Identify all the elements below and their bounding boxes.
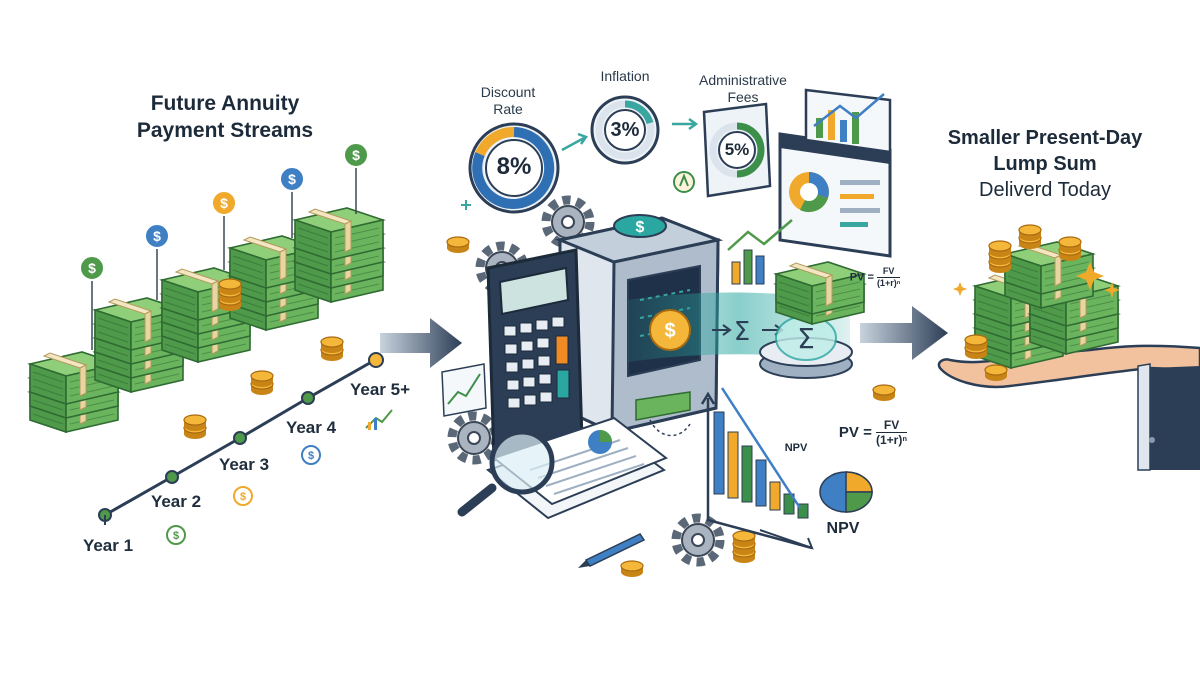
svg-text:$: $ — [240, 491, 246, 503]
npv-label-small: NPV — [784, 442, 808, 454]
timeline-label: Year 5+ — [349, 380, 411, 399]
pencil — [578, 533, 646, 568]
discount-rate-value: 8% — [496, 153, 532, 180]
svg-text:$: $ — [173, 530, 179, 542]
hand-icon — [937, 344, 1200, 471]
svg-text:$: $ — [88, 260, 96, 276]
small-line-chart — [441, 363, 487, 417]
inflation-label: Inflation — [600, 68, 650, 84]
gear-icon — [452, 416, 496, 460]
admin-fees-panel — [702, 102, 772, 198]
timeline-label: Year 3 — [218, 455, 270, 474]
right-title-line2: Lump Sum — [993, 153, 1097, 175]
svg-text:$: $ — [352, 147, 360, 163]
timeline-label: Year 4 — [285, 418, 337, 437]
payment-stream-stacks — [29, 207, 384, 433]
left-title-line2: Payment Streams — [136, 119, 314, 142]
gear-icon — [676, 518, 720, 562]
npv-bar-chart — [700, 387, 814, 550]
svg-text:Σ: Σ — [734, 317, 750, 347]
bar-chart-icon — [804, 88, 892, 154]
pie-chart-icon — [819, 471, 873, 513]
payment-pins — [91, 166, 357, 350]
svg-text:Σ: Σ — [797, 322, 815, 355]
inflation-value: 3% — [610, 119, 640, 141]
svg-text:$: $ — [308, 450, 314, 462]
right-title-line1: Smaller Present-Day — [947, 127, 1143, 149]
dollar-coin-icon: $ $ $ $ $ — [79, 142, 369, 281]
timeline-label: Year 2 — [150, 492, 202, 511]
left-title-line1: Future Annuity — [150, 92, 300, 115]
bill-flying — [635, 391, 691, 437]
arrow-right-icon — [380, 318, 462, 368]
magnifier-icon — [457, 429, 555, 517]
timeline-coins: $ $ $ — [166, 445, 321, 545]
admin-fees-value: 5% — [724, 140, 750, 159]
admin-fees-label: Administrative Fees — [699, 72, 787, 105]
dashboard-screen — [778, 132, 892, 258]
factor-arrows — [561, 117, 699, 152]
mini-growth-icon — [365, 409, 393, 430]
pv-formula-small: PV = FV (1+r)ⁿ — [849, 266, 901, 288]
svg-text:$: $ — [664, 320, 675, 342]
svg-text:$: $ — [220, 195, 228, 211]
sparkle-icons — [953, 262, 1120, 298]
right-title: Smaller Present-Day Lump Sum Deliverd To… — [915, 125, 1175, 203]
small-icons — [461, 171, 695, 210]
discount-rate-dial — [468, 122, 560, 214]
discount-rate-label: Discount Rate — [480, 84, 536, 117]
inflation-dial — [590, 95, 660, 165]
calculator-icon — [486, 248, 584, 462]
arrow-right-icon — [860, 306, 948, 360]
right-title-line3: Deliverd Today — [979, 179, 1111, 201]
pv-formula-large: PV = FV (1+r)ⁿ — [838, 418, 908, 447]
npv-label: NPV — [826, 520, 860, 537]
timeline-label: Year 1 — [82, 536, 134, 555]
left-title: Future Annuity Payment Streams — [95, 90, 355, 144]
timeline — [98, 352, 384, 525]
svg-text:$: $ — [288, 171, 296, 187]
svg-text:$: $ — [153, 228, 161, 244]
growth-bars — [727, 219, 793, 285]
svg-text:$: $ — [636, 219, 645, 236]
